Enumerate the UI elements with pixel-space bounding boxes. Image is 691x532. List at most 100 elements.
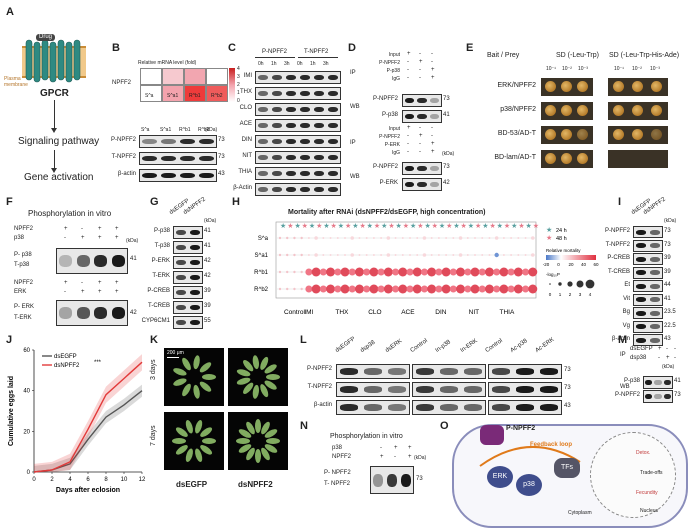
- condition-sign: -: [419, 125, 421, 131]
- time-star-icon: ★: [309, 222, 315, 230]
- colorbar-tick: -20: [543, 262, 550, 267]
- band: [515, 368, 535, 375]
- yeast-colony: [577, 105, 588, 116]
- ovariole: [236, 377, 251, 385]
- p38-node: p38: [516, 474, 542, 496]
- panel-d-label: D: [348, 42, 356, 54]
- time-star-icon: ★: [424, 222, 430, 230]
- band: [142, 138, 157, 145]
- mortality-bubble: [502, 254, 505, 256]
- condition-sign: -: [674, 355, 676, 361]
- mortality-bubble: [314, 253, 318, 257]
- condition-sign: -: [419, 141, 421, 147]
- condition-sign: +: [115, 235, 119, 241]
- mortality-bubble: [278, 270, 282, 274]
- row-label: R^b1: [254, 270, 268, 276]
- time-star-icon: ★: [482, 222, 488, 230]
- band: [327, 170, 339, 177]
- mortality-bubble: [398, 267, 408, 277]
- condition-sign: -: [407, 59, 409, 65]
- mortality-bubble: [311, 267, 321, 277]
- ovariole: [199, 362, 212, 373]
- ovariole: [266, 438, 280, 444]
- mortality-bubble: [488, 237, 491, 239]
- mortality-bubble: [300, 270, 303, 274]
- band: [539, 404, 559, 411]
- row-label: T-NPFF2: [307, 384, 332, 390]
- dilution-label: 10⁻¹: [614, 66, 624, 72]
- mortality-bubble: [394, 237, 397, 239]
- row-label: Et: [624, 282, 630, 288]
- mortality-bubble: [412, 284, 422, 294]
- panel-f-title: Phosphorylation in vitro: [28, 209, 112, 218]
- band: [635, 229, 647, 235]
- blot-strip: [633, 334, 663, 346]
- ovariole: [202, 374, 216, 380]
- blot-strip: [255, 135, 341, 148]
- mortality-bubble: [365, 237, 368, 239]
- x-tick-label: 0: [32, 477, 36, 483]
- condition-label: P-ERK: [384, 142, 400, 148]
- row-label: Vit: [623, 295, 630, 302]
- panel-k-label: K: [150, 334, 158, 346]
- mortality-bubble: [401, 254, 404, 256]
- condition-sign: +: [431, 149, 435, 155]
- band: [257, 170, 269, 177]
- band: [199, 138, 214, 145]
- condition-sign: +: [407, 51, 411, 57]
- ip-label: IP: [620, 352, 626, 358]
- mortality-bubble: [494, 236, 499, 240]
- row-label: NIT: [242, 153, 252, 159]
- condition-label: Input: [388, 126, 400, 132]
- time-star-icon: ★: [331, 222, 337, 230]
- band: [417, 165, 427, 172]
- band: [649, 337, 661, 343]
- blot-strip: [633, 239, 663, 252]
- band: [463, 404, 483, 411]
- heatmap-cell: [162, 85, 184, 102]
- cytoplasm-label: Cytoplasm: [568, 510, 592, 516]
- band: [491, 386, 511, 393]
- ip-label: IP: [350, 140, 356, 146]
- time-star-icon: ★: [403, 222, 409, 230]
- mortality-bubble: [354, 267, 364, 277]
- band: [189, 289, 201, 296]
- time-star-icon: ★: [489, 222, 495, 230]
- band: [313, 74, 325, 81]
- mortality-bubble: [470, 267, 480, 277]
- band: [111, 255, 125, 267]
- mortality-bubble: [522, 285, 530, 293]
- arrow-1: [54, 100, 55, 130]
- heatmap-cell: [184, 85, 206, 102]
- time-star-icon: ★: [461, 222, 467, 230]
- x-tick-label: 12: [139, 477, 146, 483]
- panel-i-label: I: [618, 196, 622, 208]
- yeast-colony: [577, 81, 588, 92]
- band: [415, 404, 435, 411]
- condition-sign: +: [64, 226, 68, 232]
- time-star-icon: ★: [396, 222, 402, 230]
- row-label: Vg: [622, 322, 630, 329]
- band: [313, 122, 325, 129]
- blot-strip: [633, 253, 663, 265]
- row-label: T-p38: [154, 243, 170, 249]
- band: [339, 386, 359, 393]
- wb-label: WB: [350, 104, 360, 110]
- condition-sign: -: [666, 346, 668, 352]
- mortality-bubble: [334, 268, 342, 276]
- condition-sign: +: [658, 346, 662, 352]
- dilution-label: 10⁻³: [650, 66, 660, 72]
- row-label: P-p38: [623, 378, 640, 384]
- band: [635, 270, 647, 275]
- band: [189, 319, 201, 326]
- mortality-bubble: [488, 254, 491, 256]
- band: [363, 386, 383, 393]
- ovariole: [185, 448, 193, 462]
- sd-ltr-header: SD (-Leu-Trp): [556, 52, 599, 59]
- heatmap-row-label: NPFF2: [112, 80, 132, 86]
- panel-l-label: L: [300, 334, 307, 346]
- mortality-bubble: [383, 267, 393, 277]
- time-star-icon: ★: [287, 222, 293, 230]
- ovariole: [243, 382, 254, 394]
